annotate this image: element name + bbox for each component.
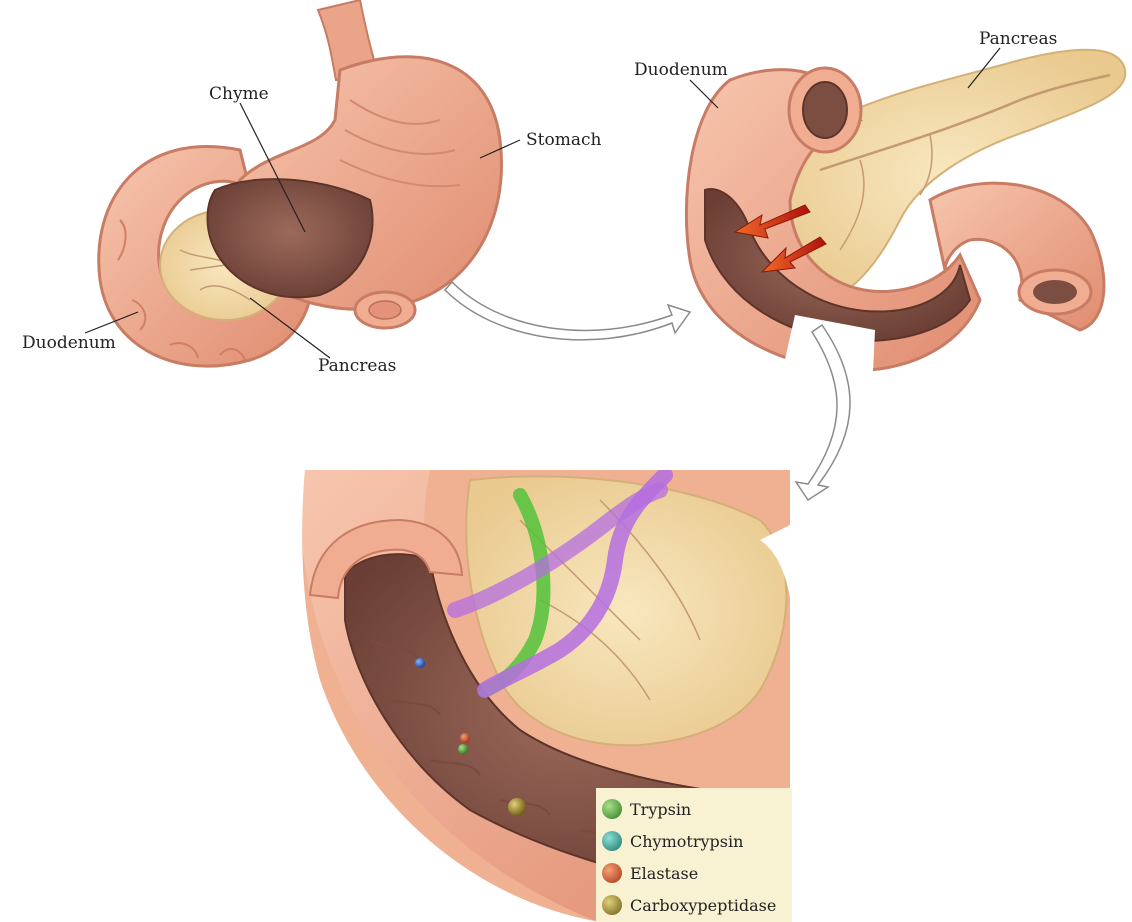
- legend-swatch: [602, 831, 622, 851]
- legend-label: Elastase: [630, 864, 698, 883]
- stomach-duodenum-illustration: [99, 0, 502, 366]
- legend-label: Trypsin: [630, 800, 691, 819]
- legend-item-carboxypeptidase: Carboxypeptidase: [602, 892, 776, 918]
- legend-label: Carboxypeptidase: [630, 896, 776, 915]
- legend-swatch: [602, 863, 622, 883]
- label-stomach: Stomach: [526, 130, 601, 150]
- label-duodenum-left: Duodenum: [22, 333, 116, 353]
- enzyme-particle: [460, 733, 470, 743]
- enzyme-particle: [508, 798, 526, 816]
- enzyme-legend: Trypsin Chymotrypsin Elastase Carboxypep…: [596, 788, 792, 922]
- curved-arrow-icon: [445, 282, 690, 340]
- legend-swatch: [602, 799, 622, 819]
- legend-swatch: [602, 895, 622, 915]
- label-pancreas-right: Pancreas: [979, 29, 1057, 49]
- enzyme-particle: [458, 744, 468, 754]
- enzyme-particle: [415, 658, 425, 668]
- label-pancreas-left: Pancreas: [318, 356, 396, 376]
- label-chyme: Chyme: [209, 84, 269, 104]
- duodenum-pancreas-illustration: [686, 50, 1125, 371]
- legend-label: Chymotrypsin: [630, 832, 743, 851]
- legend-item-chymotrypsin: Chymotrypsin: [602, 828, 743, 854]
- legend-item-elastase: Elastase: [602, 860, 698, 886]
- label-duodenum-right: Duodenum: [634, 60, 728, 80]
- legend-item-trypsin: Trypsin: [602, 796, 691, 822]
